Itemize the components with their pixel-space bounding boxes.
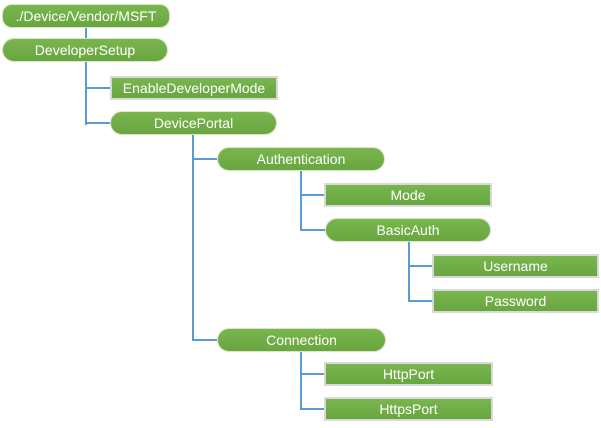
connector	[408, 242, 410, 302]
node-httpsport: HttpsPort	[324, 397, 493, 421]
node-mode: Mode	[324, 183, 492, 207]
node-device-vendor-msft: ./Device/Vendor/MSFT	[2, 4, 170, 28]
node-authentication: Authentication	[217, 147, 385, 171]
connector	[85, 62, 87, 125]
connector	[300, 373, 324, 375]
connector	[300, 352, 302, 410]
node-connection: Connection	[217, 328, 386, 352]
node-username: Username	[432, 254, 599, 278]
connector	[408, 300, 432, 302]
connector	[300, 194, 324, 196]
connector	[300, 229, 325, 231]
connector	[192, 158, 217, 160]
node-enabledevelopermode: EnableDeveloperMode	[110, 76, 278, 100]
node-password: Password	[432, 289, 599, 313]
connector	[408, 265, 432, 267]
connector	[192, 135, 194, 341]
node-httpport: HttpPort	[324, 362, 493, 386]
node-basicauth: BasicAuth	[325, 218, 491, 242]
connector	[300, 408, 324, 410]
connector	[85, 28, 87, 39]
node-deviceportal: DevicePortal	[110, 111, 277, 135]
connector	[300, 171, 302, 231]
node-developersetup: DeveloperSetup	[2, 38, 168, 62]
connector	[85, 122, 110, 124]
connector	[85, 87, 110, 89]
connector	[192, 339, 217, 341]
